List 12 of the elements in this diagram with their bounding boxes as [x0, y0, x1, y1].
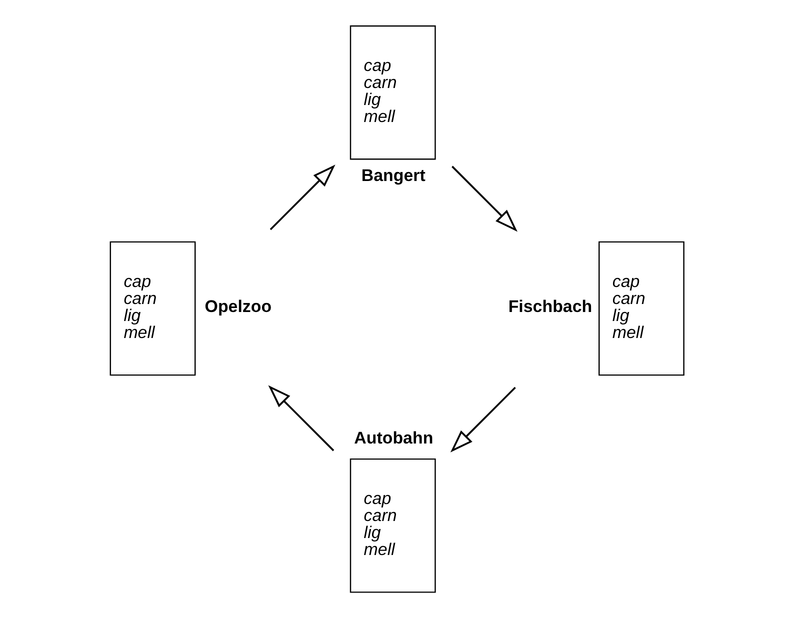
arrow	[268, 385, 334, 452]
arrow	[450, 386, 516, 452]
node-box: cap carn lig mell	[598, 241, 684, 376]
node-box: cap carn lig mell	[110, 241, 196, 376]
node-label: Opelzoo	[204, 296, 272, 316]
node-box: cap carn lig mell	[350, 458, 436, 593]
node-label: Autobahn	[354, 428, 434, 448]
node-box: cap carn lig mell	[350, 25, 436, 160]
node-label: Bangert	[361, 166, 426, 186]
arrow	[452, 166, 518, 232]
node-label: Fischbach	[508, 296, 592, 316]
arrow	[270, 164, 336, 230]
